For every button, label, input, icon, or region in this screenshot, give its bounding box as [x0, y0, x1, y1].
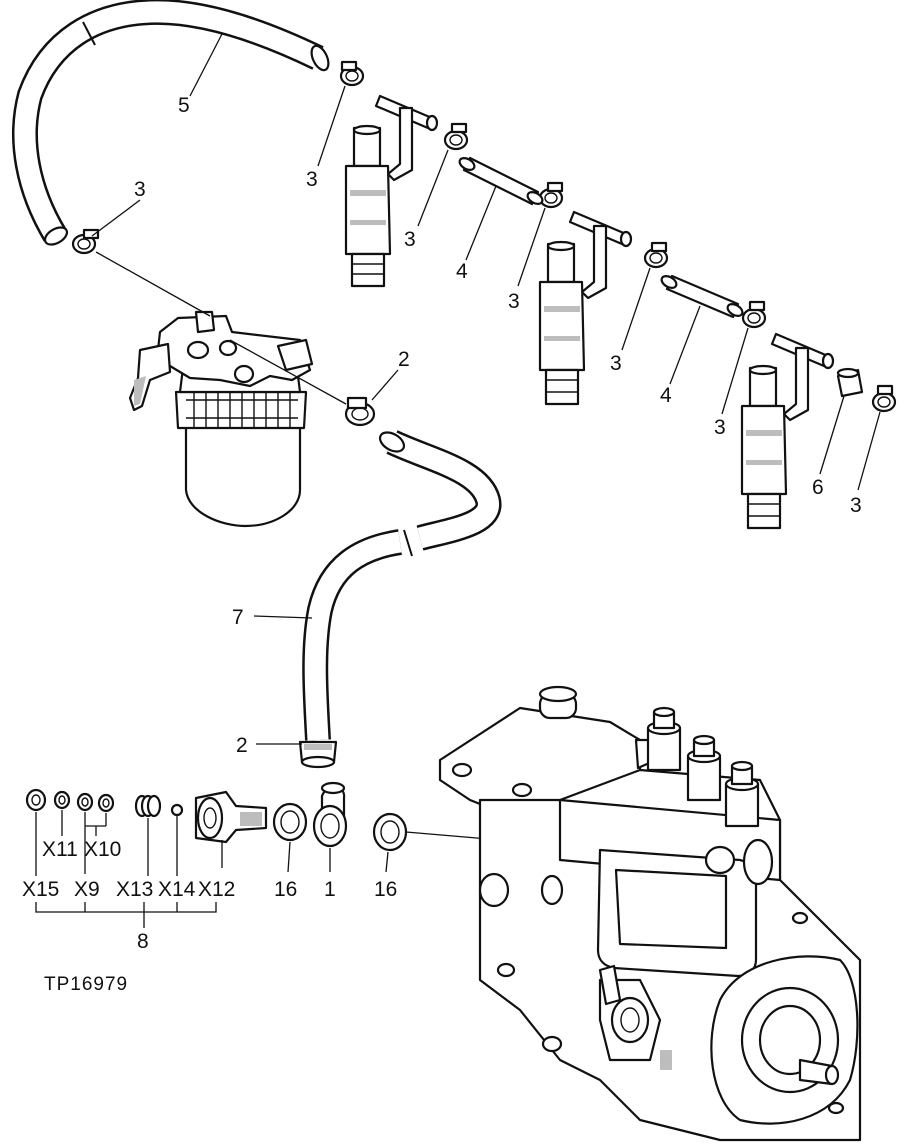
- callout-8: 8: [137, 930, 149, 953]
- callout-3: 3: [610, 352, 622, 375]
- hose-clamp-2-a: [344, 396, 376, 427]
- kit-label-x12: X12: [198, 878, 235, 901]
- callout-3: 3: [508, 290, 520, 313]
- callout-2: 2: [236, 734, 248, 757]
- kit-label-x13: X13: [116, 878, 153, 901]
- hose-clamp-3-f: [741, 300, 767, 329]
- callout-labels: 5 3 3 3 4 3 3 4 3 6 3 2 7 2 16 1 16 8 X1…: [22, 94, 862, 995]
- hose-clamp-3-a: [339, 60, 365, 87]
- part-x11: [53, 790, 71, 810]
- callout-16: 16: [374, 878, 397, 901]
- hose-clamp-3-e: [643, 241, 669, 269]
- part-x14: [170, 803, 184, 817]
- hose-clamp-3-d: [538, 181, 564, 209]
- hose-clamp-3-b: [71, 228, 100, 255]
- kit-label-x11: X11: [42, 838, 78, 861]
- part-x15: [25, 788, 47, 812]
- banjo-fitting-1: [312, 781, 348, 848]
- callout-1: 1: [324, 878, 336, 901]
- part-x12: [194, 790, 268, 844]
- callout-2: 2: [398, 348, 410, 371]
- leader-hose-to-filter: [95, 251, 211, 317]
- callout-4: 4: [456, 260, 468, 283]
- sealing-washer-16-b: [372, 812, 408, 852]
- fuel-hose-7: [298, 430, 502, 769]
- kit-label-x9: X9: [74, 878, 100, 901]
- connector-hose-4-a: [458, 156, 544, 206]
- injection-nozzle-1: [344, 94, 439, 288]
- part-x10: [97, 793, 115, 813]
- return-hose-5: [12, 0, 330, 246]
- kit-label-x14: X14: [158, 878, 196, 901]
- fuel-filter-assembly: [128, 310, 314, 528]
- kit-8-parts: [25, 788, 268, 844]
- injection-nozzle-3: [740, 332, 835, 530]
- kit-label-x15: X15: [22, 878, 59, 901]
- callout-6: 6: [812, 476, 824, 499]
- callout-4: 4: [660, 384, 672, 407]
- callout-3: 3: [850, 494, 862, 517]
- part-x13-c: [146, 794, 162, 818]
- callout-leaders: [35, 33, 881, 928]
- hose-clamp-3-g: [871, 384, 897, 413]
- callout-3: 3: [134, 178, 146, 201]
- callout-3: 3: [714, 416, 726, 439]
- leader-filter-to-clamp-2: [229, 339, 347, 405]
- part-x9: [76, 792, 94, 812]
- end-cap-6: [836, 367, 864, 398]
- hose-clamp-3-c: [443, 122, 469, 151]
- connector-hose-4-b: [660, 274, 744, 319]
- injection-nozzle-2: [538, 210, 633, 406]
- callout-3: 3: [404, 228, 416, 251]
- figure-reference-code: TP16979: [44, 974, 128, 995]
- callout-3: 3: [306, 168, 318, 191]
- callout-7: 7: [232, 606, 244, 629]
- kit-label-x10: X10: [84, 838, 121, 861]
- fuel-injection-pump: [438, 685, 862, 1142]
- callout-16: 16: [274, 878, 297, 901]
- callout-5: 5: [178, 94, 190, 117]
- sealing-washer-16-a: [272, 802, 308, 842]
